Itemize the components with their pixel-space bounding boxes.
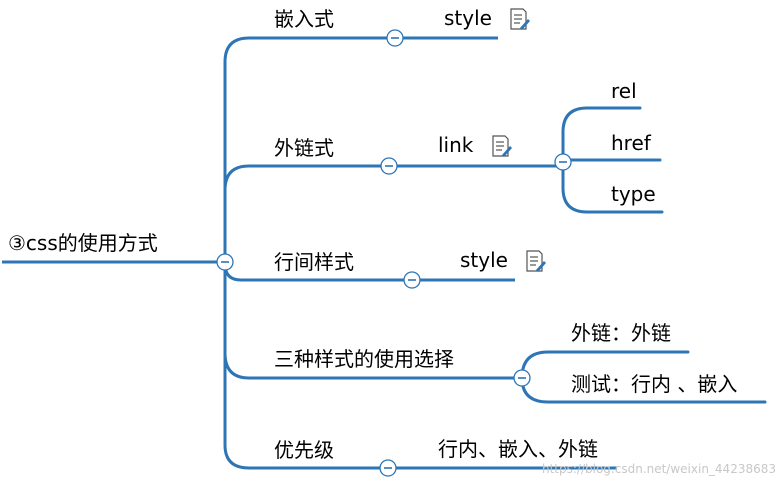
branch-embedded[interactable]: 嵌入式 bbox=[274, 7, 334, 31]
collapse-choice-icon[interactable] bbox=[513, 369, 531, 387]
embedded-style-topic[interactable]: style bbox=[444, 6, 492, 30]
external-link-topic[interactable]: link bbox=[438, 133, 474, 157]
collapse-embedded-icon[interactable] bbox=[386, 29, 404, 47]
trunk-to-external bbox=[223, 164, 392, 264]
trunk-to-priority bbox=[223, 260, 390, 470]
choice-external-topic[interactable]: 外链：外链 bbox=[571, 321, 671, 345]
trunk-to-embedded bbox=[223, 36, 397, 264]
branch-inline[interactable]: 行间样式 bbox=[274, 250, 354, 274]
branch-priority[interactable]: 优先级 bbox=[274, 438, 334, 462]
branch-external[interactable]: 外链式 bbox=[274, 136, 334, 160]
collapse-inline-icon[interactable] bbox=[403, 271, 421, 289]
link-to-type bbox=[561, 160, 664, 214]
watermark: https://blog.csdn.net/weixin_44238683 bbox=[542, 462, 776, 476]
note-icon[interactable] bbox=[510, 8, 531, 31]
note-icon[interactable] bbox=[492, 135, 513, 158]
collapse-link-icon[interactable] bbox=[554, 153, 572, 171]
link-to-rel bbox=[561, 106, 642, 164]
link-rel-topic[interactable]: rel bbox=[611, 79, 637, 103]
inline-style-topic[interactable]: style bbox=[460, 248, 508, 272]
collapse-root-icon[interactable] bbox=[216, 253, 234, 271]
branch-choice[interactable]: 三种样式的使用选择 bbox=[274, 347, 454, 371]
priority-order-topic[interactable]: 行内、嵌入、外链 bbox=[438, 437, 598, 461]
collapse-external-icon[interactable] bbox=[380, 157, 398, 175]
note-icon[interactable] bbox=[526, 250, 547, 273]
link-type-topic[interactable]: type bbox=[611, 182, 656, 206]
choice-test-topic[interactable]: 测试：行内 、嵌入 bbox=[571, 372, 737, 396]
link-href-topic[interactable]: href bbox=[611, 131, 652, 155]
root-topic[interactable]: ③css的使用方式 bbox=[8, 231, 158, 255]
collapse-priority-icon[interactable] bbox=[379, 459, 397, 477]
